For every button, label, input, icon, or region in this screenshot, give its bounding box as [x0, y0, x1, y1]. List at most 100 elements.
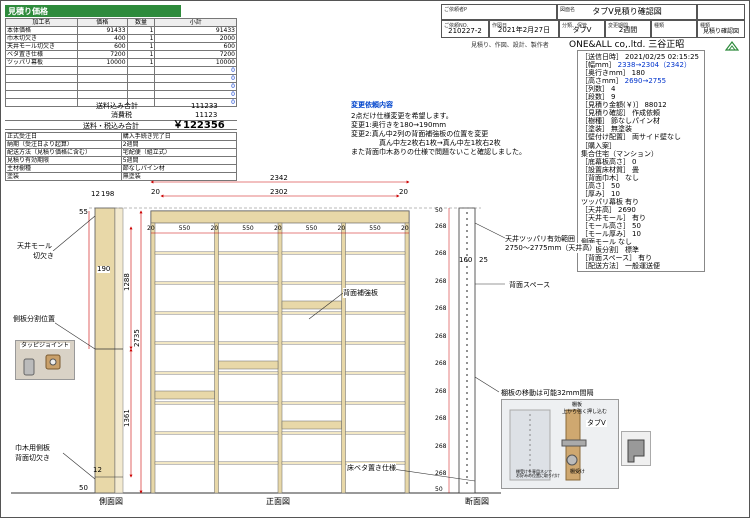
shelf-pin-hole — [466, 404, 468, 406]
side-top-w1: 12 — [91, 190, 100, 198]
shelf-pin-hole — [466, 350, 468, 352]
dim-column: 20 — [147, 225, 155, 232]
change-line: 変更2:真ん中2列の背面補強板の位置を変更 — [351, 130, 489, 138]
front-shelf — [345, 311, 406, 315]
estimate-title: 見積り価格 — [5, 5, 181, 17]
section-caption: 断面図 — [465, 497, 489, 506]
section-dim: 268 — [435, 387, 447, 395]
photo-note2: 棚受け — [570, 469, 586, 475]
shelf-pin-hole — [466, 254, 468, 256]
dim-column: 20 — [274, 225, 282, 232]
front-side-board — [404, 222, 410, 494]
spec-line: ［背面スペース］有り — [581, 254, 701, 262]
section-dim: 268 — [435, 305, 447, 313]
shelf-pin-hole — [466, 338, 468, 340]
photo-note: 棚受けを専用ネジで お好みの位置に取り付け — [516, 469, 560, 478]
back-brace-board — [281, 420, 342, 430]
spec-value: 88012 — [644, 101, 667, 110]
bracket-photo — [621, 431, 651, 466]
spec-key: ［背面スペース］ — [581, 254, 637, 263]
leader-baseboard — [62, 452, 96, 480]
section-dim: 50 — [435, 206, 443, 214]
spec-key: ［厚み］ — [581, 189, 609, 198]
shelf-pin-hole — [466, 362, 468, 364]
spec-key: ［見積り確認］ — [581, 109, 630, 118]
spec-key: ［高さ］ — [581, 181, 609, 190]
spec-value: 10 — [611, 189, 620, 198]
floor-label: 床ベタ置き仕様 — [347, 463, 396, 473]
shelf-pin-hole — [466, 284, 468, 286]
shelf-pin-hole — [466, 392, 468, 394]
dim-side-left: 20 — [151, 188, 160, 196]
estimate-cell: 0 — [154, 98, 237, 107]
section-dim: 268 — [435, 222, 447, 230]
shelf-pin-hole — [466, 344, 468, 346]
front-caption: 正面図 — [266, 497, 290, 506]
shelf-pin-hole — [466, 296, 468, 298]
spec-line: ［幅mm］2338→2304（2342） — [581, 61, 701, 69]
dim-column: 20 — [337, 225, 346, 232]
spec-key: ツッパリ幕板 — [581, 197, 623, 206]
shelf-pin-hole — [466, 374, 468, 376]
spec-line: ［背面巾木］なし — [581, 174, 701, 182]
order-info-cell: 無塗装 — [120, 172, 238, 181]
shelf-photo: 棚板 上から強く押し込む タブV 棚受けを専用ネジで お好みの位置に取り付け 棚… — [501, 399, 619, 489]
front-shelf — [154, 431, 215, 435]
dim-overall-width-text: 2342 — [270, 174, 288, 182]
shelf-pin-hole — [466, 482, 468, 484]
front-shelf — [218, 311, 279, 315]
spec-value: 有り — [625, 197, 639, 206]
spec-value: 50 — [632, 221, 641, 230]
front-shelf — [154, 341, 215, 345]
side-bottom-h: 50 — [79, 484, 88, 492]
shelf-pin-hole — [466, 320, 468, 322]
spec-line: 側面モールなし — [581, 238, 701, 246]
section-w2: 25 — [479, 256, 488, 264]
front-shelf — [345, 401, 406, 405]
side-split-label: 側板分割位置 — [13, 314, 55, 324]
spec-line: ［天井モール］有り — [581, 214, 701, 222]
section-dim: 268 — [435, 332, 447, 340]
shelf-pin-hole — [466, 302, 468, 304]
spec-line: ［高さmm］2690→2755 — [581, 77, 701, 85]
change-line: 2点だけ仕様変更を希望します。 — [351, 112, 453, 120]
photo-caption1: 棚板 — [572, 402, 583, 408]
front-side-board — [341, 222, 346, 494]
shelf-pin-hole — [466, 272, 468, 274]
shelf-pin-hole — [466, 314, 468, 316]
spec-line: ［送信日時］2021/02/25 02:15:25 — [581, 53, 701, 61]
spec-key: ［樹種］ — [581, 117, 609, 126]
spec-value: 節なしパイン材 — [611, 117, 660, 126]
front-shelf — [281, 371, 342, 375]
front-side-board — [150, 222, 156, 494]
spec-value: 2338→2304（2342） — [617, 61, 691, 70]
spec-value: 10 — [632, 230, 641, 239]
spec-value: 2690→2755 — [624, 77, 667, 86]
shelf-pin-hole — [466, 326, 468, 328]
shelf-pin-hole — [466, 260, 468, 262]
order-info-table: 正式受注日購入手続き完了日納期（受注日より起算）2週間配送方法（見積り価格に含む… — [5, 132, 238, 181]
shelf-pin-hole — [466, 248, 468, 250]
spec-line: ［樹種］節なしパイン材 — [581, 117, 701, 125]
company-sub: 見積り、作図、設計、製作者 — [471, 42, 549, 49]
section-dim: 268 — [435, 470, 447, 478]
shelf-pin-hole — [466, 464, 468, 466]
dim-inner-width-text: 2302 — [270, 188, 288, 196]
spec-key: ［壁付け配置］ — [581, 133, 630, 142]
spec-line: ［見積り確認］作成依頼 — [581, 109, 701, 117]
front-shelf — [281, 251, 342, 255]
ceiling-mold-label: 天井モール — [17, 241, 52, 251]
dim-column: 20 — [210, 225, 219, 232]
shelf-pin-hole — [466, 242, 468, 244]
section-dim: 268 — [435, 360, 447, 368]
back-brace-board — [154, 390, 215, 400]
spec-value: 両サイド壁なし — [632, 133, 681, 142]
spec-value: 2021/02/25 02:15:25 — [625, 53, 700, 61]
shelf-pin-hole — [466, 230, 468, 232]
front-shelf — [154, 251, 215, 255]
back-brace-board — [218, 360, 279, 370]
spec-key: ［設置床材質］ — [581, 165, 630, 174]
shelf-pin-hole — [466, 290, 468, 292]
